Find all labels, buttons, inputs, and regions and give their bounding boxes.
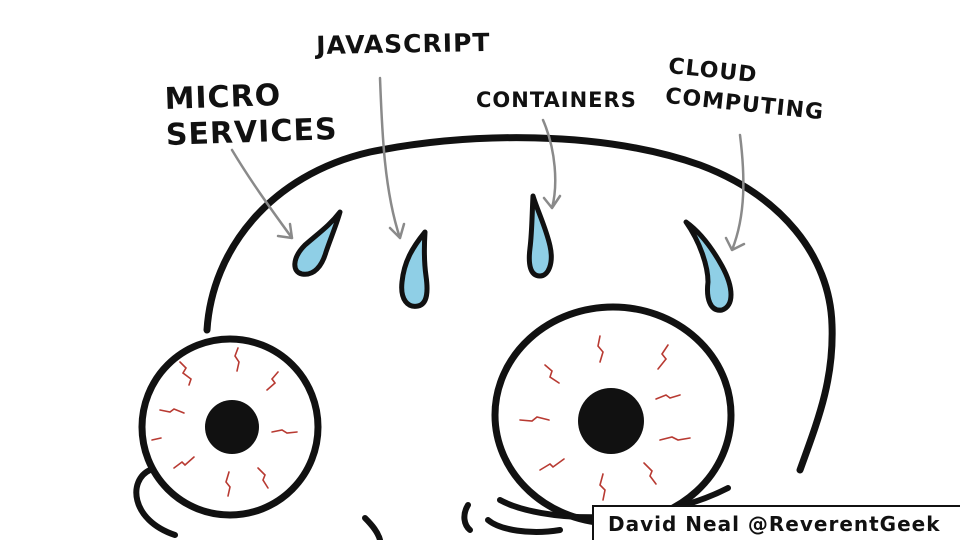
arrow-micro-services [230, 148, 294, 240]
label-containers: Containers [476, 88, 637, 112]
mouth-mark [461, 502, 473, 533]
head-outline [203, 134, 836, 474]
right-eye [491, 303, 735, 527]
left-chin-curve [362, 515, 383, 543]
left-eye-veins [151, 347, 298, 497]
label-micro-line1: Micro [164, 77, 282, 117]
sweat-drop-2 [399, 229, 430, 309]
label-micro-line2: Services [165, 111, 339, 153]
left-cheek [133, 467, 178, 538]
sweat-drop-3 [526, 193, 554, 279]
credit-text: David Neal @ReverentGeek [608, 512, 941, 536]
right-eye-veins [519, 335, 691, 501]
right-cheek [485, 517, 563, 535]
arrow-javascript [378, 76, 406, 240]
left-eye [138, 335, 322, 519]
credit-box: David Neal @ReverentGeek [592, 505, 960, 540]
sweat-drop-1 [292, 209, 343, 277]
arrow-cloud-computing [724, 133, 746, 252]
label-micro-services: Micro Services [164, 76, 338, 154]
arrow-containers [541, 118, 562, 210]
sweat-drop-4 [683, 219, 734, 313]
label-javascript: Javascript [315, 27, 491, 60]
